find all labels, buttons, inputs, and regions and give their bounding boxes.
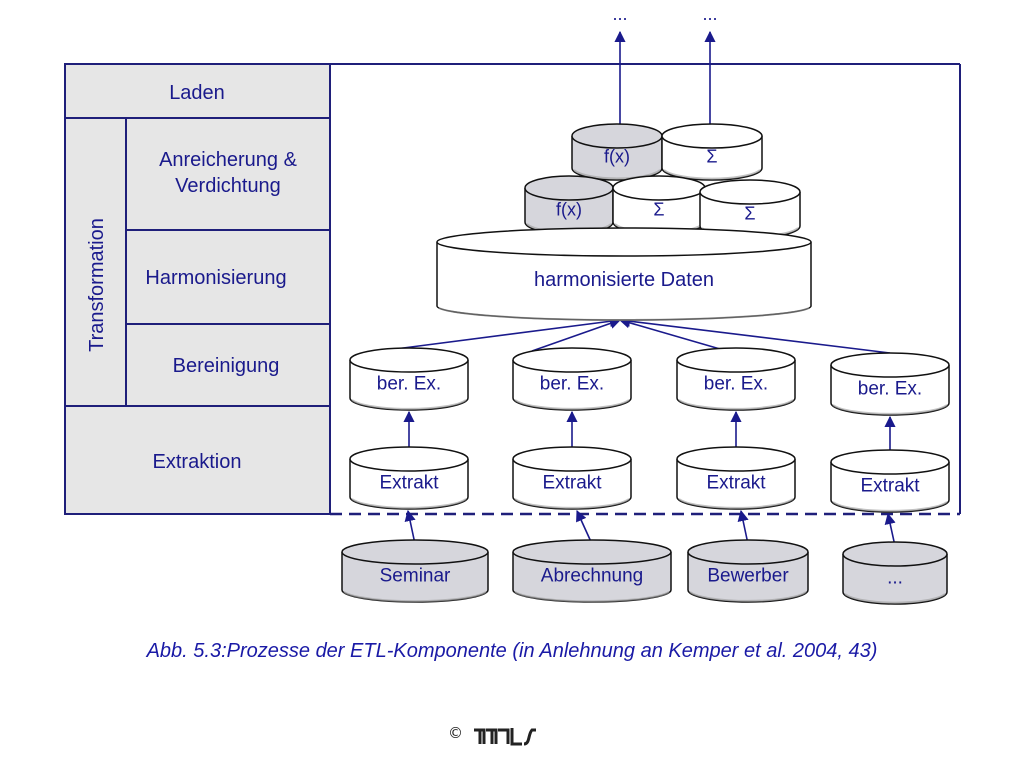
phase-transformation-label: Transformation: [86, 218, 108, 352]
phase-cleansing-label: Bereinigung: [173, 355, 280, 377]
source-system-store: ...: [842, 541, 948, 605]
output-ellipsis: ...: [612, 4, 627, 24]
phase-harmonization-label: Harmonisierung: [145, 267, 286, 289]
extract-store-label: Extrakt: [860, 476, 920, 497]
extract-store-label: Extrakt: [379, 473, 439, 494]
harmonized-data-store: harmonisierte Daten: [436, 227, 812, 321]
phase-panel: Laden Transformation Anreicherung & Verdi…: [64, 63, 331, 515]
source-system-store-label: Seminar: [380, 566, 451, 587]
extract-store: Extrakt: [676, 446, 796, 510]
aggregate-sum-top: Σ: [661, 123, 763, 181]
output-ellipsis: ...: [702, 4, 717, 24]
source-system-store-label: Abrechnung: [541, 566, 643, 587]
cleansed-extract-store: ber. Ex.: [830, 352, 950, 416]
extract-arrow: [884, 512, 896, 547]
source-system-store-label: ...: [887, 568, 903, 589]
connector-lines: [379, 30, 896, 547]
cleansed-extract-store-label: ber. Ex.: [540, 374, 604, 395]
extract-store: Extrakt: [512, 446, 632, 510]
aggregate-fx: f(x): [524, 175, 614, 235]
source-system-store: Seminar: [341, 539, 489, 603]
source-system-store: Bewerber: [687, 539, 809, 603]
phase-enrichment-label-line: Anreicherung &: [159, 149, 298, 171]
extract-store-label: Extrakt: [706, 473, 766, 494]
harmonized-data-store-label: harmonisierte Daten: [534, 269, 714, 291]
source-system-store-label: Bewerber: [707, 566, 789, 587]
cleansed-extract-store-label: ber. Ex.: [704, 374, 768, 395]
harmonize-arrow: [531, 318, 622, 352]
aggregate-fx-label: f(x): [556, 199, 582, 219]
cleansed-extract-store: ber. Ex.: [676, 347, 796, 411]
extract-arrow: [737, 509, 749, 545]
mis-logo-icon: [474, 728, 536, 746]
extract-store: Extrakt: [830, 449, 950, 513]
extract-arrow: [404, 509, 416, 545]
figure-caption: Abb. 5.3:Prozesse der ETL-Komponente (in…: [146, 640, 878, 662]
extract-store-label: Extrakt: [542, 473, 602, 494]
aggregate-fx-top: f(x): [571, 123, 663, 181]
aggregate-sum-label: Σ: [653, 199, 664, 219]
source-system-store: Abrechnung: [512, 539, 672, 603]
aggregate-sum-top-label: Σ: [706, 146, 717, 166]
phase-enrichment-label: Anreicherung & Verdichtung: [159, 149, 298, 197]
cleansed-extract-store: ber. Ex.: [512, 347, 632, 411]
process-frame: [330, 63, 961, 516]
aggregate-sum: Σ: [612, 175, 706, 235]
cleansed-extract-store-label: ber. Ex.: [377, 374, 441, 395]
harmonize-arrow: [618, 317, 721, 350]
extract-arrow: [576, 509, 593, 545]
harmonize-arrow: [379, 315, 622, 352]
aggregate-sum-2: Σ: [699, 179, 801, 239]
cleansed-extract-store: ber. Ex.: [349, 347, 469, 411]
copyright-symbol: ©: [448, 724, 463, 742]
cleansed-extract-store-label: ber. Ex.: [858, 379, 922, 400]
extract-store: Extrakt: [349, 446, 469, 510]
aggregate-fx-top-label: f(x): [604, 146, 630, 166]
phase-enrichment-label-line: Verdichtung: [175, 175, 281, 197]
phase-load-label: Laden: [169, 82, 225, 104]
aggregate-sum-2-label: Σ: [744, 203, 755, 223]
harmonize-arrow: [618, 315, 891, 354]
phase-extraction-label: Extraktion: [153, 451, 242, 473]
